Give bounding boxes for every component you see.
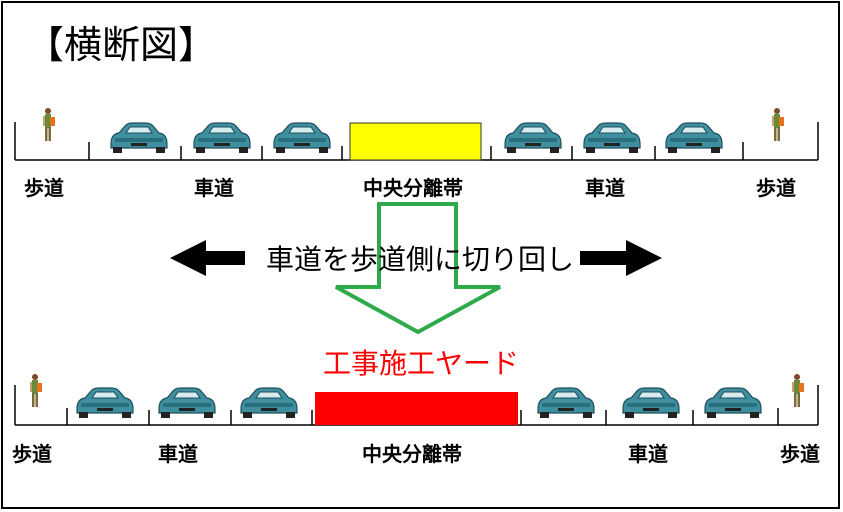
label-roadway-right: 車道 bbox=[628, 442, 668, 466]
label-median: 中央分離帯 bbox=[362, 442, 462, 466]
car-icon bbox=[583, 122, 641, 154]
pedestrian-icon bbox=[43, 108, 55, 141]
car-icon bbox=[622, 387, 680, 419]
label-sidewalk-left: 歩道 bbox=[24, 176, 64, 200]
top-road bbox=[14, 108, 819, 161]
car-icon bbox=[76, 387, 134, 419]
label-median: 中央分離帯 bbox=[363, 176, 463, 200]
shift-description: 車道を歩道側に切り回し bbox=[266, 243, 575, 276]
label-roadway-left: 車道 bbox=[194, 176, 234, 200]
label-sidewalk-right: 歩道 bbox=[756, 176, 796, 200]
car-icon bbox=[193, 122, 251, 154]
car-icon bbox=[158, 387, 216, 419]
label-sidewalk-left: 歩道 bbox=[12, 442, 52, 466]
diagram-title: 【横断図】 bbox=[26, 23, 217, 67]
top-median bbox=[349, 122, 482, 161]
label-sidewalk-right: 歩道 bbox=[780, 442, 820, 466]
pedestrian-icon bbox=[772, 108, 784, 141]
down-arrow-icon bbox=[335, 202, 501, 335]
car-icon bbox=[704, 387, 762, 419]
bottom-road bbox=[14, 374, 819, 426]
left-arrow-icon bbox=[170, 240, 245, 276]
car-icon bbox=[273, 122, 331, 154]
construction-yard bbox=[315, 392, 518, 425]
label-roadway-right: 車道 bbox=[585, 176, 625, 200]
car-icon bbox=[240, 387, 298, 419]
pedestrian-icon bbox=[30, 374, 42, 407]
label-roadway-left: 車道 bbox=[158, 442, 198, 466]
construction-yard-label: 工事施工ヤード bbox=[323, 347, 520, 380]
car-icon bbox=[110, 122, 168, 154]
right-arrow-icon bbox=[580, 240, 662, 276]
car-icon bbox=[537, 387, 595, 419]
car-icon bbox=[665, 122, 723, 154]
pedestrian-icon bbox=[792, 374, 804, 407]
car-icon bbox=[504, 122, 562, 154]
